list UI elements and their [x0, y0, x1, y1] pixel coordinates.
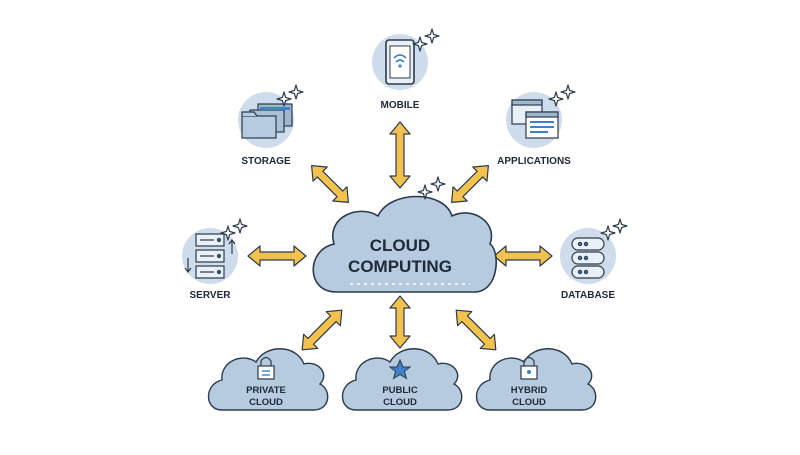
arrow-database: [493, 245, 553, 267]
connector-arrows: [247, 121, 553, 351]
arrow-server: [247, 245, 307, 267]
node-database: DATABASE: [560, 218, 628, 301]
folders-icon: [241, 103, 293, 139]
label-storage: STORAGE: [241, 156, 291, 167]
database-icon: [571, 237, 605, 279]
arrow-public-cloud: [389, 295, 411, 349]
node-storage: STORAGE: [238, 84, 304, 167]
node-applications: APPLICATIONS: [497, 84, 576, 167]
node-server: SERVER: [182, 218, 248, 301]
lock-icon: [520, 356, 538, 380]
label-private-cloud-line2: CLOUD: [249, 397, 283, 408]
label-public-cloud-line1: PUBLIC: [382, 385, 418, 396]
label-hybrid-cloud-line2: CLOUD: [512, 397, 546, 408]
sparkle-icon: [417, 176, 446, 200]
arrow-hybrid-cloud: [455, 309, 497, 351]
node-private-cloud: PRIVATE CLOUD: [207, 348, 329, 411]
arrow-private-cloud: [301, 309, 343, 351]
center-title-line2: COMPUTING: [348, 257, 452, 276]
label-database: DATABASE: [561, 290, 615, 301]
node-public-cloud: PUBLIC CLOUD: [341, 348, 463, 411]
label-public-cloud-line2: CLOUD: [383, 397, 417, 408]
label-hybrid-cloud-line1: HYBRID: [511, 385, 548, 396]
server-rack-icon: [184, 233, 236, 279]
lock-icon: [257, 356, 275, 380]
node-mobile: MOBILE: [372, 28, 440, 111]
node-hybrid-cloud: HYBRID CLOUD: [475, 348, 597, 411]
center-title-line1: CLOUD: [370, 236, 430, 255]
arrow-mobile: [389, 121, 411, 189]
label-mobile: MOBILE: [381, 100, 420, 111]
label-private-cloud-line1: PRIVATE: [246, 385, 286, 396]
label-server: SERVER: [190, 290, 232, 301]
star-icon: [388, 358, 412, 380]
center-cloud: CLOUD COMPUTING: [312, 176, 497, 293]
label-applications: APPLICATIONS: [497, 156, 571, 167]
app-windows-icon: [511, 99, 559, 139]
phone-icon: [385, 39, 415, 85]
arrow-applications: [451, 165, 489, 203]
arrow-storage: [311, 165, 349, 203]
